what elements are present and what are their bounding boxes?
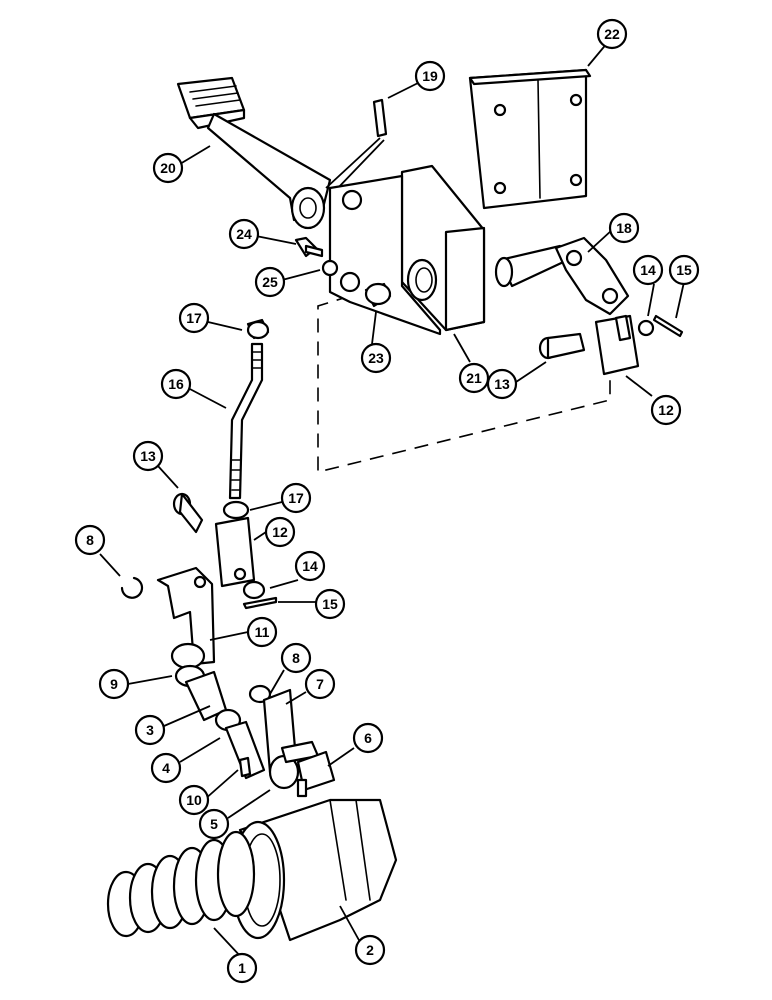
callout-24: 24	[228, 218, 260, 250]
callout-20: 20	[152, 152, 184, 184]
callout-24-label: 24	[236, 226, 252, 242]
pin	[325, 98, 388, 191]
pedal-arm	[176, 76, 332, 230]
callout-1: 1	[226, 952, 258, 984]
leader-lines	[99, 41, 685, 959]
callout-17-upper-label: 17	[186, 310, 202, 326]
bolt-and-washer	[294, 236, 339, 277]
callout-7-label: 7	[316, 676, 324, 692]
callout-17-lower: 17	[280, 482, 312, 514]
callout-5-label: 5	[210, 816, 218, 832]
callout-14-lower: 14	[294, 550, 326, 582]
callout-15-upper-label: 15	[676, 262, 692, 278]
dashed-relation-line	[317, 295, 611, 474]
callout-15-lower: 15	[314, 588, 346, 620]
lower-lever	[120, 566, 216, 670]
callout-16-label: 16	[168, 376, 184, 392]
callout-10: 10	[178, 784, 210, 816]
callout-10-label: 10	[186, 792, 202, 808]
callout-12-upper: 12	[650, 394, 682, 426]
lower-clevis-assembly	[172, 492, 278, 610]
callout-25-label: 25	[262, 274, 278, 290]
callout-14-upper: 14	[632, 254, 664, 286]
callout-16: 16	[160, 368, 192, 400]
callout-19-label: 19	[422, 68, 438, 84]
pedal-pad	[468, 68, 592, 210]
callout-12-upper-label: 12	[658, 402, 674, 418]
callout-15-lower-label: 15	[322, 596, 338, 612]
callout-15-upper: 15	[668, 254, 700, 286]
callout-3-label: 3	[146, 722, 154, 738]
callout-12-lower: 12	[264, 516, 296, 548]
callout-2: 2	[354, 934, 386, 966]
callout-18-label: 18	[616, 220, 632, 236]
callout-11-label: 11	[255, 624, 270, 640]
callout-18: 18	[608, 212, 640, 244]
callout-13-lower-label: 13	[140, 448, 156, 464]
callout-17-upper: 17	[178, 302, 210, 334]
callout-22-label: 22	[604, 26, 620, 42]
callout-11: 11	[246, 616, 278, 648]
callout-6: 6	[352, 722, 384, 754]
shaft-assembly	[174, 664, 336, 798]
coil-spring	[106, 830, 256, 938]
callout-7: 7	[304, 668, 336, 700]
callout-21: 21	[458, 362, 490, 394]
callout-19: 19	[414, 60, 446, 92]
upper-lever	[494, 236, 684, 376]
clevis-pin-upper	[538, 332, 586, 360]
callout-2-label: 2	[366, 942, 374, 958]
callout-13-lower: 13	[132, 440, 164, 472]
callout-9-label: 9	[110, 676, 118, 692]
callout-9: 9	[98, 668, 130, 700]
callout-23-label: 23	[368, 350, 384, 366]
callout-14-upper-label: 14	[640, 262, 656, 278]
callout-12-lower-label: 12	[272, 524, 288, 540]
callout-8-lower-label: 8	[292, 650, 300, 666]
callout-17-lower-label: 17	[288, 490, 304, 506]
callout-13-upper-label: 13	[494, 376, 510, 392]
adjusting-rod	[228, 318, 270, 500]
callout-13-upper: 13	[486, 368, 518, 400]
coupling-sleeve	[230, 798, 398, 942]
callout-25: 25	[254, 266, 286, 298]
mounting-bracket	[328, 164, 486, 336]
callout-3: 3	[134, 714, 166, 746]
callout-8-lower: 8	[280, 642, 312, 674]
callout-21-label: 21	[466, 370, 482, 386]
callout-22: 22	[596, 18, 628, 50]
callout-4-label: 4	[162, 760, 170, 776]
callout-20-label: 20	[160, 160, 176, 176]
callout-23: 23	[360, 342, 392, 374]
callout-8-upper: 8	[74, 524, 106, 556]
callout-1-label: 1	[238, 960, 246, 976]
callout-8-upper-label: 8	[86, 532, 94, 548]
callout-4: 4	[150, 752, 182, 784]
callout-6-label: 6	[364, 730, 372, 746]
callout-5: 5	[198, 808, 230, 840]
callout-14-lower-label: 14	[302, 558, 318, 574]
